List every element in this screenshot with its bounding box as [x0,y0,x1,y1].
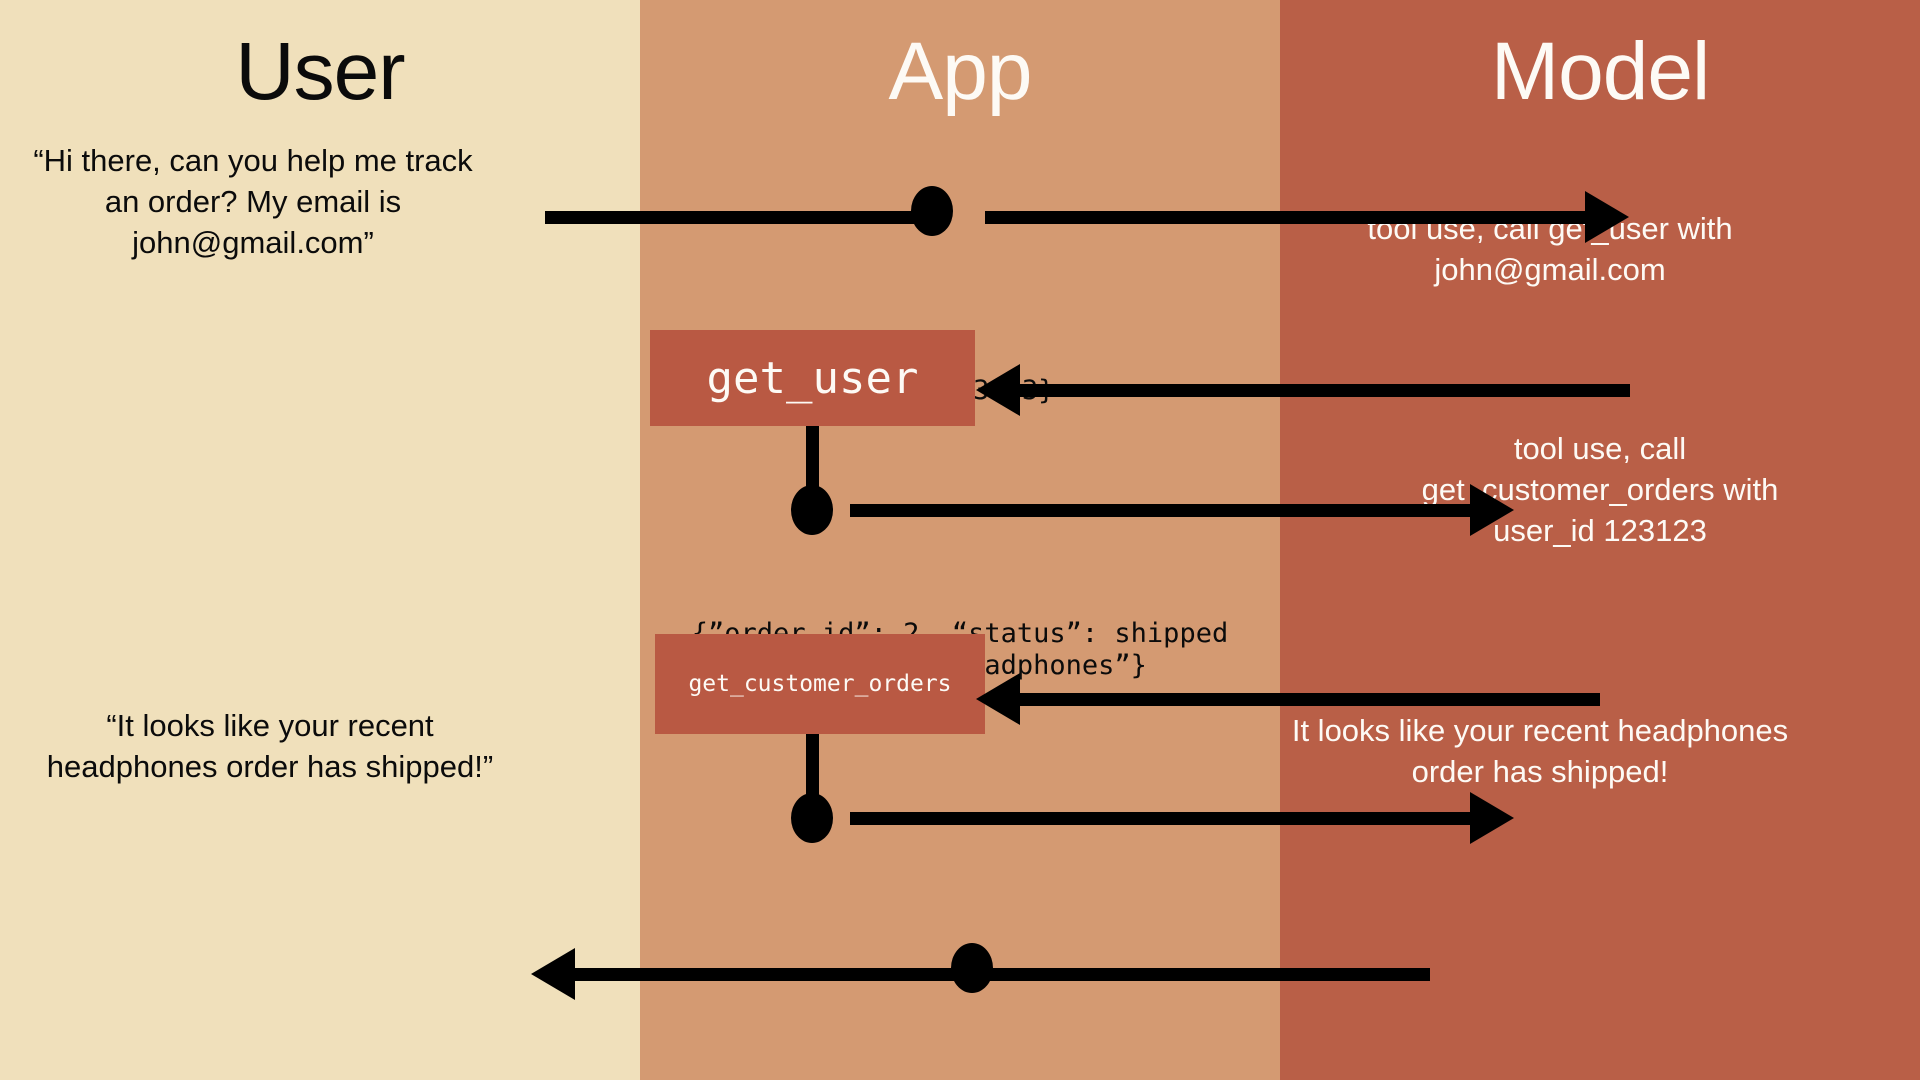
connector-app-to-model [985,211,1585,224]
arrowhead-right-icon-2 [1470,484,1514,536]
message-user-request: “Hi there, can you help me track an orde… [33,143,473,260]
connector-app-to-model-user-id [850,504,1470,517]
connector-app-to-user-final [575,968,955,981]
arrowhead-left-icon-3 [531,948,575,1000]
connector-stem-get-user [806,426,819,488]
lane-model [1280,0,1920,1080]
connector-stem-get-customer-orders [806,734,819,796]
arrowhead-left-icon-1 [976,364,1020,416]
connector-app-to-model-order [850,812,1470,825]
connector-model-to-app-get-customer-orders [1020,693,1600,706]
lane-title-app: App [888,26,1033,117]
lifeline-dot-app-2 [791,485,833,535]
lifeline-dot-app-1 [911,186,953,236]
message-user-final-answer: “It looks like your recent headphones or… [46,708,494,784]
connector-model-to-app-final [970,968,1430,981]
message-model-tool-call-get-customer-orders: tool use, call get_customer_orders with … [1421,431,1779,548]
lane-user [0,0,640,1080]
lane-title-user: User [235,26,405,117]
tool-box-get-customer-orders[interactable]: get_customer_orders [655,634,985,734]
arrowhead-left-icon-2 [976,673,1020,725]
lane-app [640,0,1280,1080]
tool-box-get-user[interactable]: get_user [650,330,975,426]
lifeline-dot-app-4 [951,943,993,993]
connector-model-to-app-get-user [1020,384,1630,397]
arrowhead-right-icon-3 [1470,792,1514,844]
message-model-final-answer: It looks like your recent headphones ord… [1291,713,1789,789]
lane-title-model: Model [1490,26,1710,117]
lifeline-dot-app-3 [791,793,833,843]
connector-user-to-app [545,211,935,224]
arrowhead-right-icon-1 [1585,191,1629,243]
